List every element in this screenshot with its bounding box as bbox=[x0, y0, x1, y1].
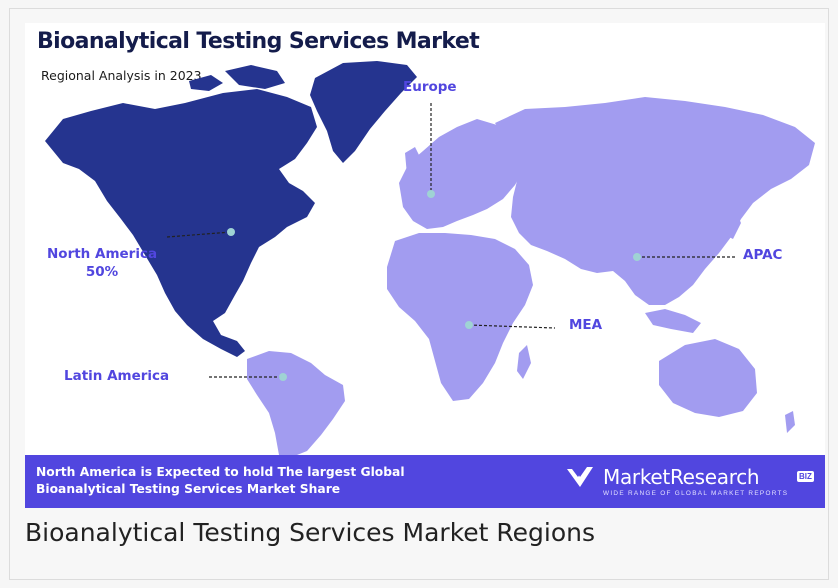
label-mea: MEA bbox=[569, 317, 603, 333]
africa-shape bbox=[387, 233, 533, 401]
footer-banner: North America is Expected to hold The la… bbox=[25, 455, 825, 508]
world-map bbox=[45, 61, 815, 455]
marker-north-america bbox=[227, 228, 235, 236]
europe-shape bbox=[399, 119, 525, 229]
banner-text: North America is Expected to hold The la… bbox=[36, 465, 405, 496]
se-asia-shape bbox=[645, 309, 701, 333]
new-zealand-shape bbox=[785, 411, 795, 433]
label-north-america-share: 50% bbox=[85, 264, 119, 280]
asia-shape bbox=[495, 97, 815, 305]
north-america-shape bbox=[45, 89, 317, 357]
label-north-america: North America 50% bbox=[47, 245, 157, 281]
brand-badge: BIZ bbox=[797, 471, 814, 482]
check-chevron-icon bbox=[567, 467, 593, 487]
label-europe: Europe bbox=[403, 79, 457, 95]
australia-shape bbox=[659, 339, 757, 417]
marker-apac bbox=[633, 253, 641, 261]
label-north-america-name: North America bbox=[47, 246, 158, 262]
arctic-islands-shape bbox=[189, 65, 285, 91]
madagascar-shape bbox=[517, 345, 531, 379]
marker-mea bbox=[465, 321, 473, 329]
marker-europe bbox=[427, 190, 435, 198]
label-apac: APAC bbox=[743, 247, 783, 263]
infographic-title: Bioanalytical Testing Services Market bbox=[37, 29, 480, 54]
marker-latin-america bbox=[279, 373, 287, 381]
leader-line-north-america bbox=[166, 231, 232, 238]
japan-shape bbox=[725, 209, 741, 239]
infographic-subtitle: Regional Analysis in 2023 bbox=[41, 68, 202, 83]
south-america-shape bbox=[247, 351, 345, 455]
figure-caption: Bioanalytical Testing Services Market Re… bbox=[25, 518, 596, 547]
greenland-shape bbox=[310, 61, 417, 163]
leader-line-mea bbox=[468, 324, 556, 329]
uk-shape bbox=[405, 147, 421, 175]
infographic-card: Bioanalytical Testing Services Market Re… bbox=[25, 23, 825, 508]
brand-logo: MarketResearch BIZ WIDE RANGE OF GLOBAL … bbox=[565, 463, 815, 501]
label-latin-america: Latin America bbox=[64, 368, 170, 384]
brand-name: MarketResearch bbox=[603, 465, 760, 489]
brand-tagline: WIDE RANGE OF GLOBAL MARKET REPORTS bbox=[603, 490, 789, 497]
